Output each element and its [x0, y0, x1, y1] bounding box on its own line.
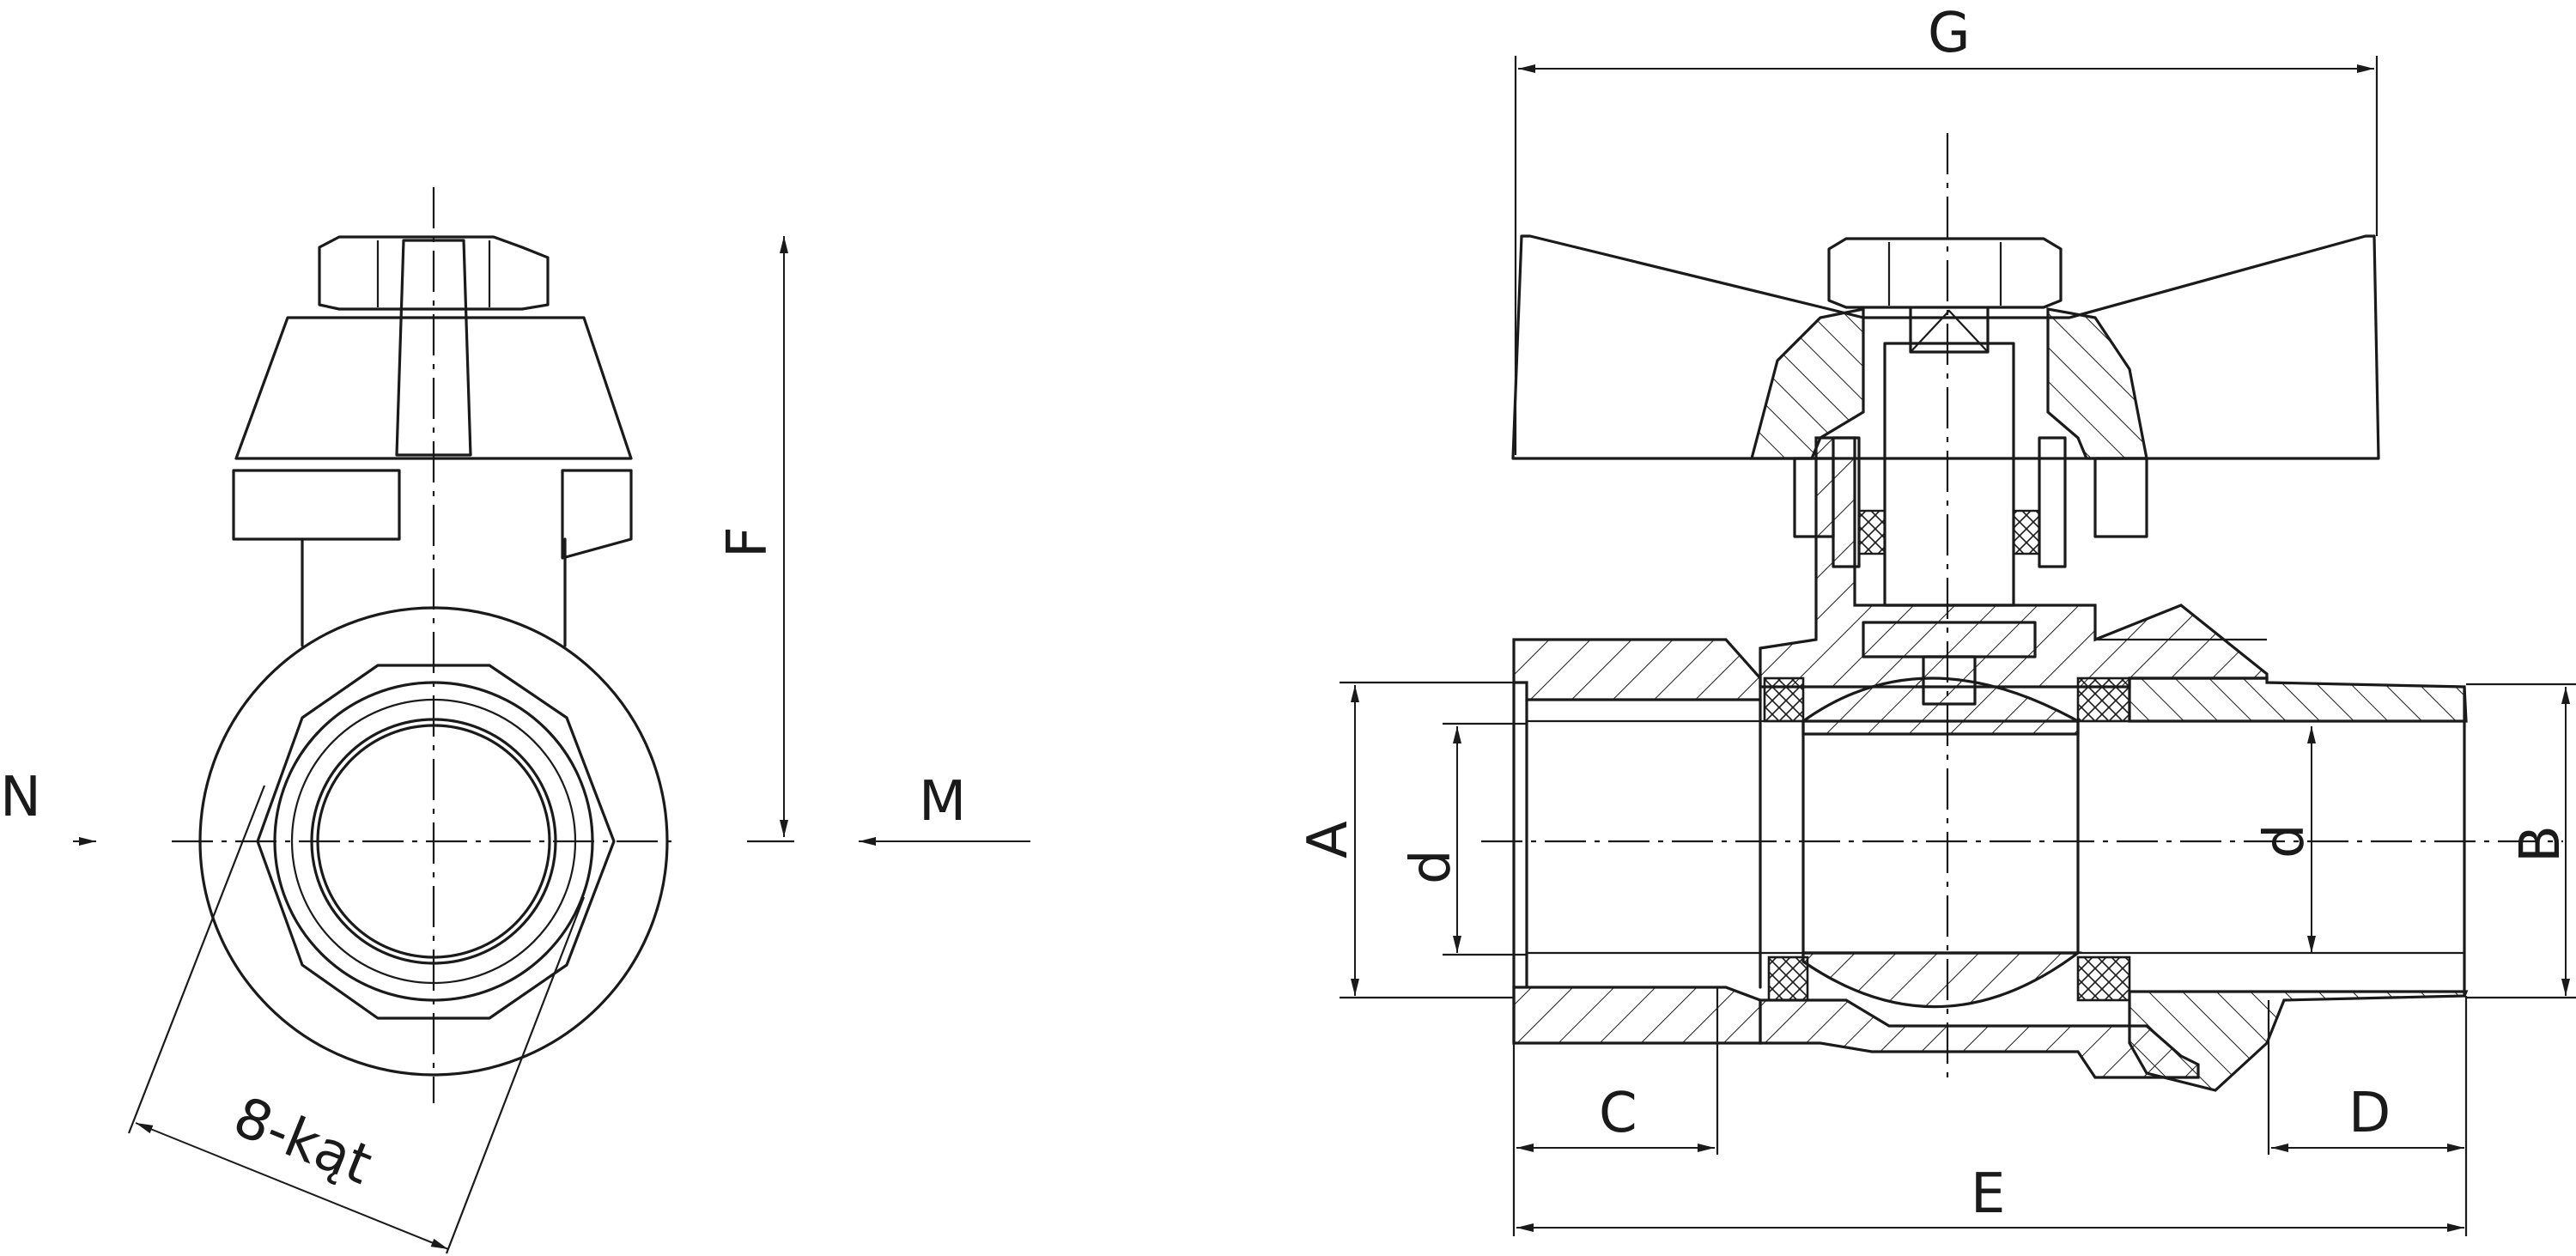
label-C: C [1599, 1082, 1637, 1145]
label-G: G [1928, 2, 1971, 65]
stem [1883, 342, 2015, 607]
label-d-left: d [1400, 849, 1463, 884]
label-F: F [716, 526, 780, 558]
handle-lug-right [561, 469, 633, 560]
bonnet-right [2046, 307, 2148, 460]
stem-tenon [1922, 655, 1977, 706]
dimension-octagon-line [135, 1122, 449, 1250]
label-N: N [0, 766, 41, 829]
label-M: M [919, 770, 966, 834]
handle-blade [395, 239, 472, 457]
octagon-nut [256, 664, 616, 1020]
label-D: D [2348, 1082, 2391, 1145]
label-B: B [2509, 825, 2573, 863]
seal-top-right [2076, 677, 2131, 723]
seal-bottom-left [1767, 956, 1809, 1002]
stem-packing-left [1857, 509, 1886, 555]
handle-lug-left [232, 469, 401, 541]
seal-top-left [1763, 677, 1805, 723]
label-octagon: 8-kąt [225, 1085, 380, 1197]
bonnet [1749, 307, 1865, 460]
label-A: A [1297, 821, 1360, 859]
section-view: G A d d B C D E [1297, 2, 2576, 1236]
ball-bottom [1801, 951, 2082, 1009]
body-left-end-top [1512, 638, 1762, 701]
body-right-end-top [2128, 677, 2468, 723]
section-hex-nut [1827, 237, 2063, 309]
seal-bottom-right [2076, 956, 2131, 1002]
end-view: N M F 8-kąt [0, 187, 1030, 1254]
body-right-end-bottom [2128, 990, 2469, 1092]
body-left-end-bottom [1512, 986, 1762, 1045]
hex-nut [318, 235, 550, 311]
stem-packing-right [2012, 509, 2041, 555]
label-E: E [1971, 1162, 2005, 1226]
label-d-right: d [2253, 823, 2317, 859]
handle-cap [234, 316, 633, 460]
butterfly-handle [1511, 234, 2380, 460]
